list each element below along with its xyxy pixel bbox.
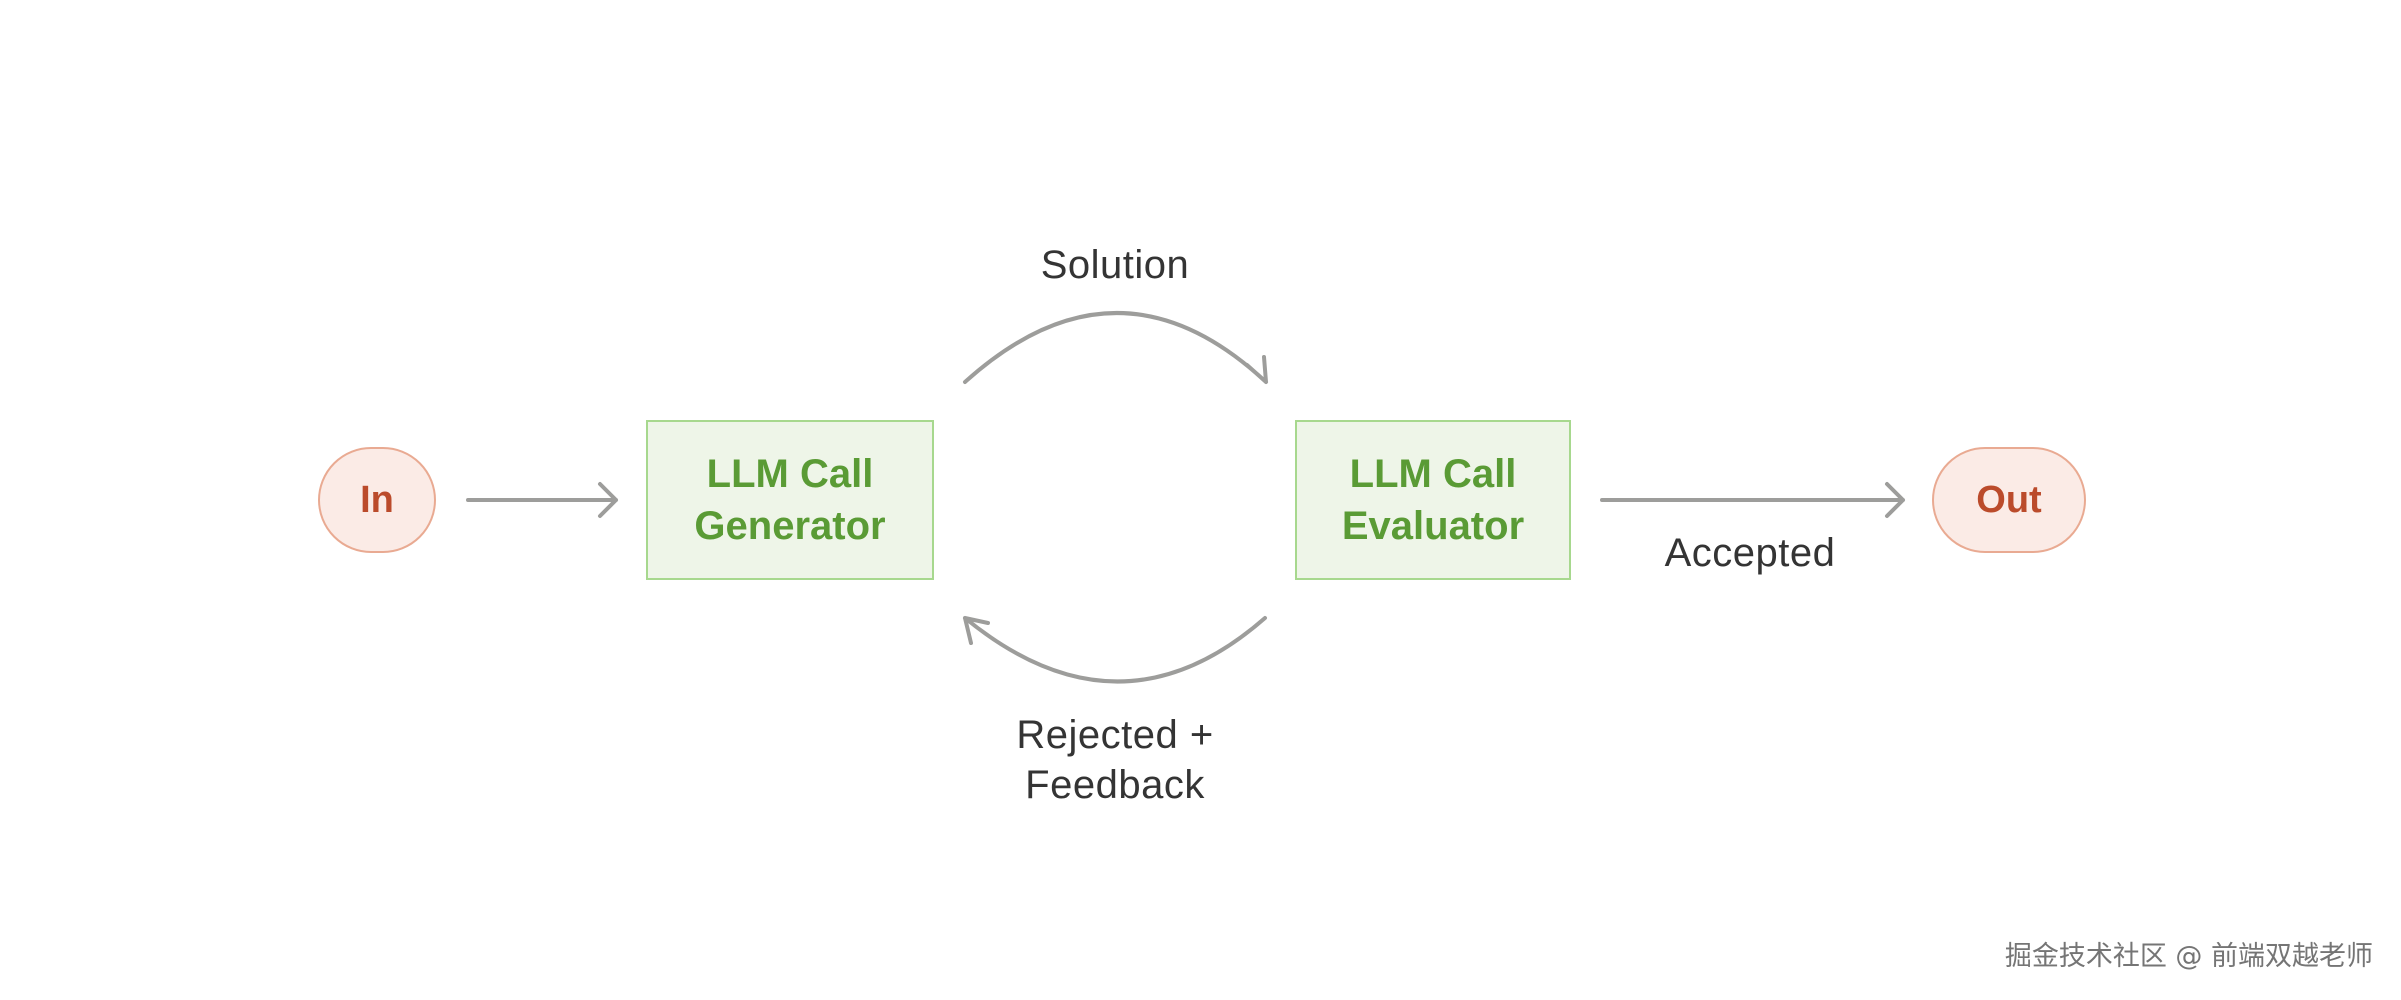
solution-edge-label: Solution (1040, 243, 1190, 287)
output-node-label: Out (1976, 478, 2042, 521)
watermark-text: 掘金技术社区 @ 前端双越老师 (2004, 941, 2373, 972)
evaluator-node-line-1: LLM Call (1349, 452, 1517, 496)
generator-node-line-1: LLM Call (706, 452, 874, 496)
rejected-label-line-2: Feedback (1025, 763, 1205, 807)
arrow-in-to-generator (466, 482, 618, 518)
rejected-feedback-edge-label: Rejected + Feedback (960, 710, 1270, 810)
output-node: Out (1932, 447, 2086, 553)
arrow-solution-generator-to-evaluator (963, 311, 1268, 384)
input-node-label: In (360, 478, 394, 521)
llm-call-generator-node: LLM Call Generator (646, 420, 934, 580)
arrow-accepted-evaluator-to-output (1600, 482, 1905, 518)
generator-node-line-2: Generator (694, 504, 886, 548)
evaluator-node-line-2: Evaluator (1341, 504, 1525, 548)
llm-call-evaluator-node: LLM Call Evaluator (1295, 420, 1571, 580)
arrow-rejected-evaluator-to-generator (963, 616, 1267, 684)
rejected-label-line-1: Rejected + (1016, 713, 1214, 757)
input-node: In (318, 447, 436, 553)
accepted-edge-label: Accepted (1664, 531, 1836, 575)
